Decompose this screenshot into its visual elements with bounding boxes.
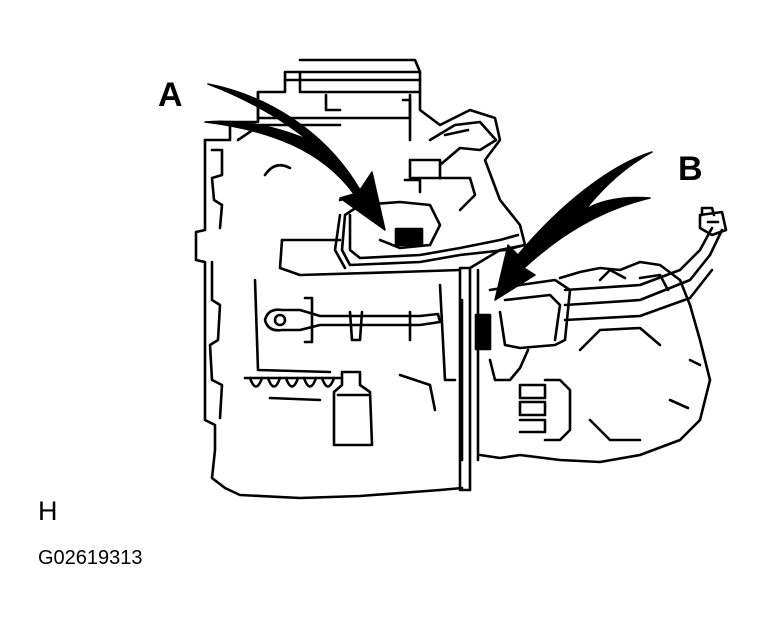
sensor-a	[394, 227, 424, 247]
callout-label-b: B	[678, 150, 703, 188]
arrow-a	[204, 83, 386, 231]
callout-label-a: A	[158, 76, 183, 114]
bellhousing-plate	[458, 266, 480, 492]
view-letter: H	[38, 496, 58, 526]
engine-block-outline	[194, 58, 527, 500]
transmission-assembly	[478, 206, 728, 464]
arrow-b	[494, 151, 653, 301]
engine-block-details	[243, 278, 457, 447]
figure-id: G02619313	[38, 547, 143, 569]
sensor-b	[474, 313, 492, 351]
